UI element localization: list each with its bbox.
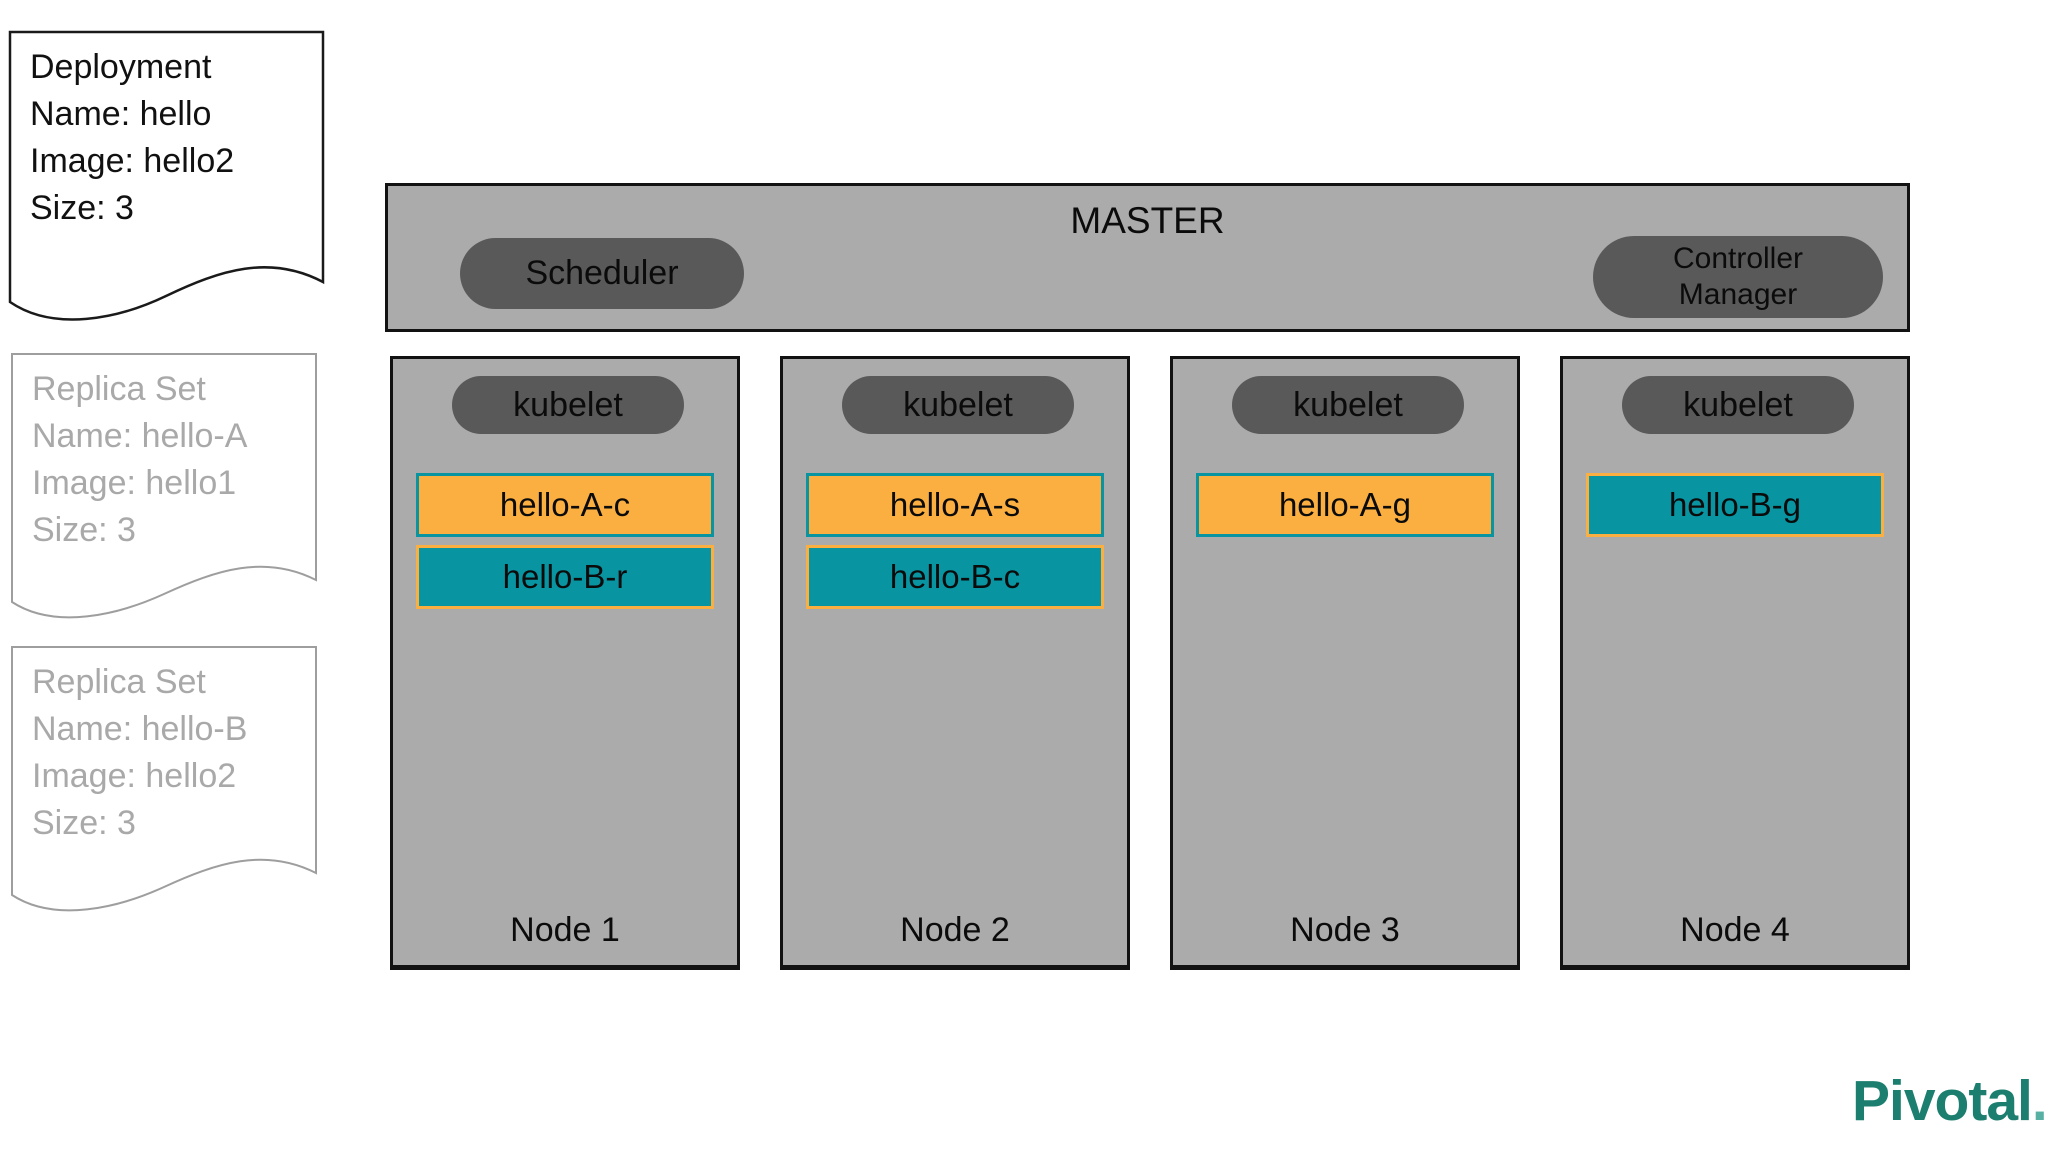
deployment-card-line: Name: hello xyxy=(30,95,212,133)
node-3-label: Node 3 xyxy=(1290,911,1400,949)
deployment-card-line: Size: 3 xyxy=(30,189,134,227)
pod-label: hello-A-s xyxy=(889,486,1021,523)
replica-set-b-line: Replica Set xyxy=(32,663,206,701)
pod-label: hello-A-g xyxy=(1278,486,1412,523)
document-shape-icon xyxy=(11,353,317,619)
pod-hello-B-r: hello-B-r xyxy=(416,545,714,609)
pod-hello-A-s: hello-A-s xyxy=(806,473,1104,537)
master-title: MASTER xyxy=(1070,200,1225,241)
pod-hello-A-c: hello-A-c xyxy=(416,473,714,537)
node-1-label: Node 1 xyxy=(510,911,620,949)
deployment-card: Deployment Name: hello Image: hello2 Siz… xyxy=(8,30,325,332)
pivotal-logo-text: Pivotal xyxy=(1852,1069,2033,1133)
node-4-panel: kubelet hello-B-g Node 4 xyxy=(1560,356,1910,970)
replica-set-a-card: Replica Set Name: hello-A Image: hello1 … xyxy=(10,352,318,630)
pod-hello-A-g: hello-A-g xyxy=(1196,473,1494,537)
document-shape-icon xyxy=(8,30,325,321)
replica-set-a-line: Name: hello-A xyxy=(32,417,248,455)
replica-set-a-card-text: Replica Set Name: hello-A Image: hello1 … xyxy=(32,366,247,554)
master-panel: MASTER Scheduler Controller Manager xyxy=(385,183,1910,332)
kubelet-pill: kubelet xyxy=(452,376,684,434)
replica-set-a-line: Image: hello1 xyxy=(32,464,237,502)
pod-hello-B-g: hello-B-g xyxy=(1586,473,1884,537)
replica-set-b-line: Size: 3 xyxy=(32,804,136,842)
pod-label: hello-A-c xyxy=(499,486,631,523)
pivotal-logo: Pivotal. xyxy=(1852,1068,2048,1134)
pod-hello-B-c: hello-B-c xyxy=(806,545,1104,609)
node-3-panel: kubelet hello-A-g Node 3 xyxy=(1170,356,1520,970)
replica-set-b-card-text: Replica Set Name: hello-B Image: hello2 … xyxy=(32,659,247,847)
pod-label: hello-B-r xyxy=(502,558,628,595)
node-2-label: Node 2 xyxy=(900,911,1010,949)
kubelet-pill: kubelet xyxy=(1232,376,1464,434)
node-2-panel: kubelet hello-A-s hello-B-c Node 2 xyxy=(780,356,1130,970)
replica-set-b-card: Replica Set Name: hello-B Image: hello2 … xyxy=(10,645,318,923)
pod-label: hello-B-g xyxy=(1668,486,1802,523)
deployment-card-line: Image: hello2 xyxy=(30,142,235,180)
node-4-label: Node 4 xyxy=(1680,911,1790,949)
deployment-card-text: Deployment Name: hello Image: hello2 Siz… xyxy=(30,44,234,232)
kubelet-pill: kubelet xyxy=(1622,376,1854,434)
node-1-panel: kubelet hello-A-c hello-B-r Node 1 xyxy=(390,356,740,970)
replica-set-a-line: Size: 3 xyxy=(32,511,136,549)
controller-manager-pill: Controller Manager xyxy=(1593,236,1883,318)
replica-set-b-line: Name: hello-B xyxy=(32,710,248,748)
document-shape-icon xyxy=(11,646,317,912)
kubelet-pill: kubelet xyxy=(842,376,1074,434)
deployment-card-line: Deployment xyxy=(30,48,212,86)
pod-label: hello-B-c xyxy=(889,558,1021,595)
replica-set-a-line: Replica Set xyxy=(32,370,206,408)
pivotal-logo-dot: . xyxy=(2031,1069,2048,1133)
scheduler-pill: Scheduler xyxy=(460,238,744,309)
replica-set-b-line: Image: hello2 xyxy=(32,757,237,795)
